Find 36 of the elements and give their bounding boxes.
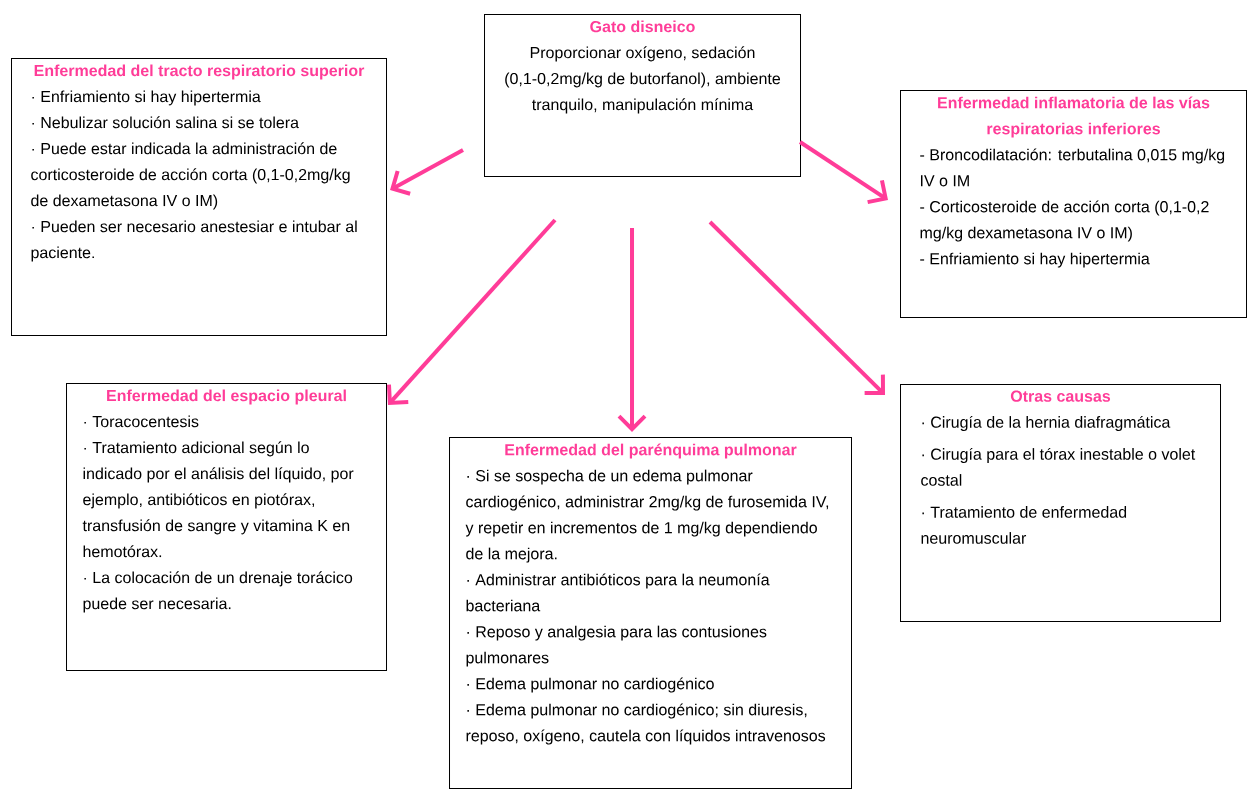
body-text: · Puede estar indicada la administración de corticosteroide de acción corta (0,1-0,2mg/kg de dexametasona IV o IM) — [31, 142, 350, 210]
text-box — [66, 383, 387, 671]
body-text: · Cirugía de la hernia diafragmática — [922, 415, 1171, 431]
text-box — [900, 90, 1247, 318]
body-text: · Nebulizar solución salina si se tolera — [32, 116, 299, 129]
body-text: - Corticosteroide de acción corta (0,1-0,2 mg/kg dexametasona IV o IM) — [920, 200, 1209, 242]
body-text: · Tratamiento de enfermedad neuromuscular — [921, 506, 1127, 544]
text-box — [11, 58, 387, 336]
heading: Gato disneico — [590, 20, 695, 33]
body-text: · Si se sospecha de un edema pulmonar cardiogénico, administrar 2mg/kg de furosemida IV, y repetir en incrementos de 1 mg/kg dependiendo de la mejora. — [465, 469, 829, 563]
body-text: · Tratamiento adicional según lo indicado por el análisis del líquido, por ejemplo, antibióticos en piotórax, transfusión de sangre y vitamina K en hemotórax. — [82, 441, 354, 558]
text-box — [449, 437, 852, 789]
body-text: · La colocación de un drenaje torácico puede ser necesaria. — [83, 571, 353, 613]
arrow — [386, 218, 557, 405]
text-box — [900, 384, 1221, 622]
heading: Enfermedad del espacio pleural — [107, 389, 346, 405]
heading: Enfermedad del parénquima pulmonar — [505, 443, 797, 459]
body-text: · Edema pulmonar no cardiogénico — [467, 677, 714, 693]
heading: Enfermedad inflamatoria de las vías respiratorias inferiores — [938, 96, 1210, 138]
body-text: - Enfriamiento si hay hipertermia — [920, 252, 1150, 268]
body-text: - Broncodilatación: terbutalina 0,015 mg/kg IV o IM — [920, 148, 1225, 187]
body-text: · Edema pulmonar no cardiogénico; sin diuresis, reposo, oxígeno, cautela con líquidos intravenosos — [466, 703, 826, 745]
heading: Otras causas — [1010, 390, 1111, 402]
body-text: · Enfriamiento si hay hipertermia — [32, 90, 261, 106]
body-text: · Administrar antibióticos para la neumonía bacteriana — [466, 573, 770, 612]
arrow — [617, 228, 647, 432]
body-text: · Pueden ser necesario anestesiar e intubar al paciente. — [31, 220, 357, 262]
arrow — [708, 220, 885, 396]
body-text: Proporcionar oxígeno, sedación (0,1-0,2mg/kg de butorfanol), ambiente tranquilo, manipulación mínima — [505, 46, 781, 114]
body-text: · Toracocentesis — [84, 415, 199, 428]
arrow — [390, 148, 464, 196]
text-box — [484, 14, 801, 177]
heading: Enfermedad del tracto respiratorio superior — [34, 64, 365, 80]
arrow — [798, 140, 888, 205]
body-text: · Reposo y analgesia para las contusiones pulmonares — [466, 625, 767, 667]
body-text: · Cirugía para el tórax inestable o volet costal — [921, 447, 1196, 486]
